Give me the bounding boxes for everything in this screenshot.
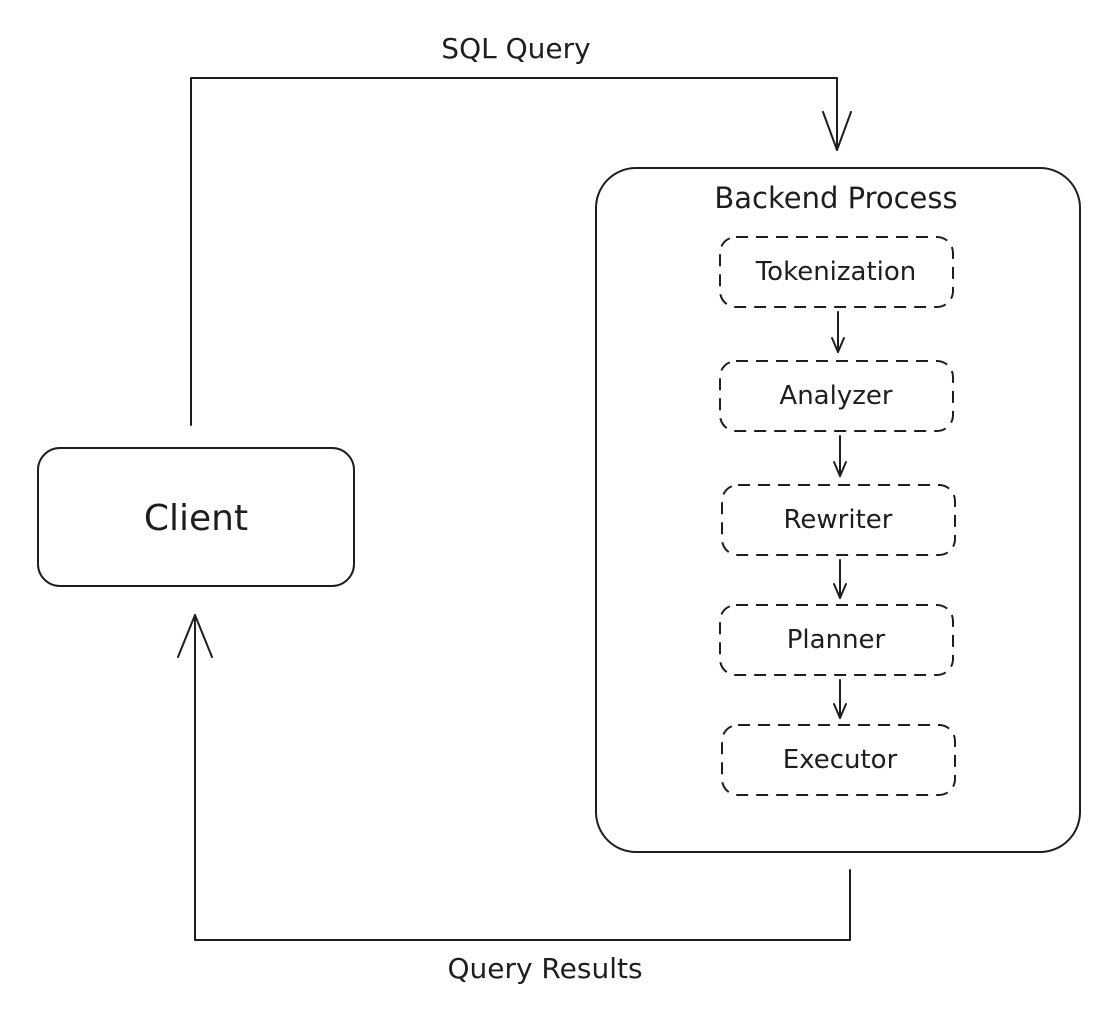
step-box [719,360,954,432]
client-node[interactable]: Client [37,447,355,587]
sql-query-label: SQL Query [441,32,590,65]
step-arrow-rewriter-planner [833,559,847,599]
step-arrow-planner-executor [833,679,847,719]
backend-process-title: Backend Process [714,181,957,215]
step-planner[interactable]: Planner [719,604,954,676]
step-arrowhead [831,337,845,353]
step-box [721,724,956,796]
query-results-line [194,614,851,941]
step-arrow-tokenization-analyzer [831,311,845,353]
query-results-arrowhead [177,614,213,658]
query-results-label: Query Results [447,952,642,985]
step-arrowhead [833,583,847,599]
step-arrowhead [833,703,847,719]
query-results-connector [177,614,851,941]
step-label-executor: Executor [783,745,898,775]
step-label-analyzer: Analyzer [779,381,892,411]
client-label: Client [144,498,248,539]
step-label-planner: Planner [787,625,886,655]
step-arrowhead [833,461,847,477]
step-box [719,604,954,676]
step-tokenization[interactable]: Tokenization [719,236,954,308]
step-arrow-analyzer-rewriter [833,435,847,477]
step-box [719,236,954,308]
step-label-tokenization: Tokenization [755,257,917,287]
step-label-rewriter: Rewriter [784,505,893,535]
sql-query-line [190,77,838,426]
step-executor[interactable]: Executor [721,724,956,796]
sql-query-connector [190,77,852,426]
step-box [721,484,956,556]
client-box [37,447,355,587]
sql-query-arrowhead [822,111,852,151]
step-rewriter[interactable]: Rewriter [721,484,956,556]
step-analyzer[interactable]: Analyzer [719,360,954,432]
